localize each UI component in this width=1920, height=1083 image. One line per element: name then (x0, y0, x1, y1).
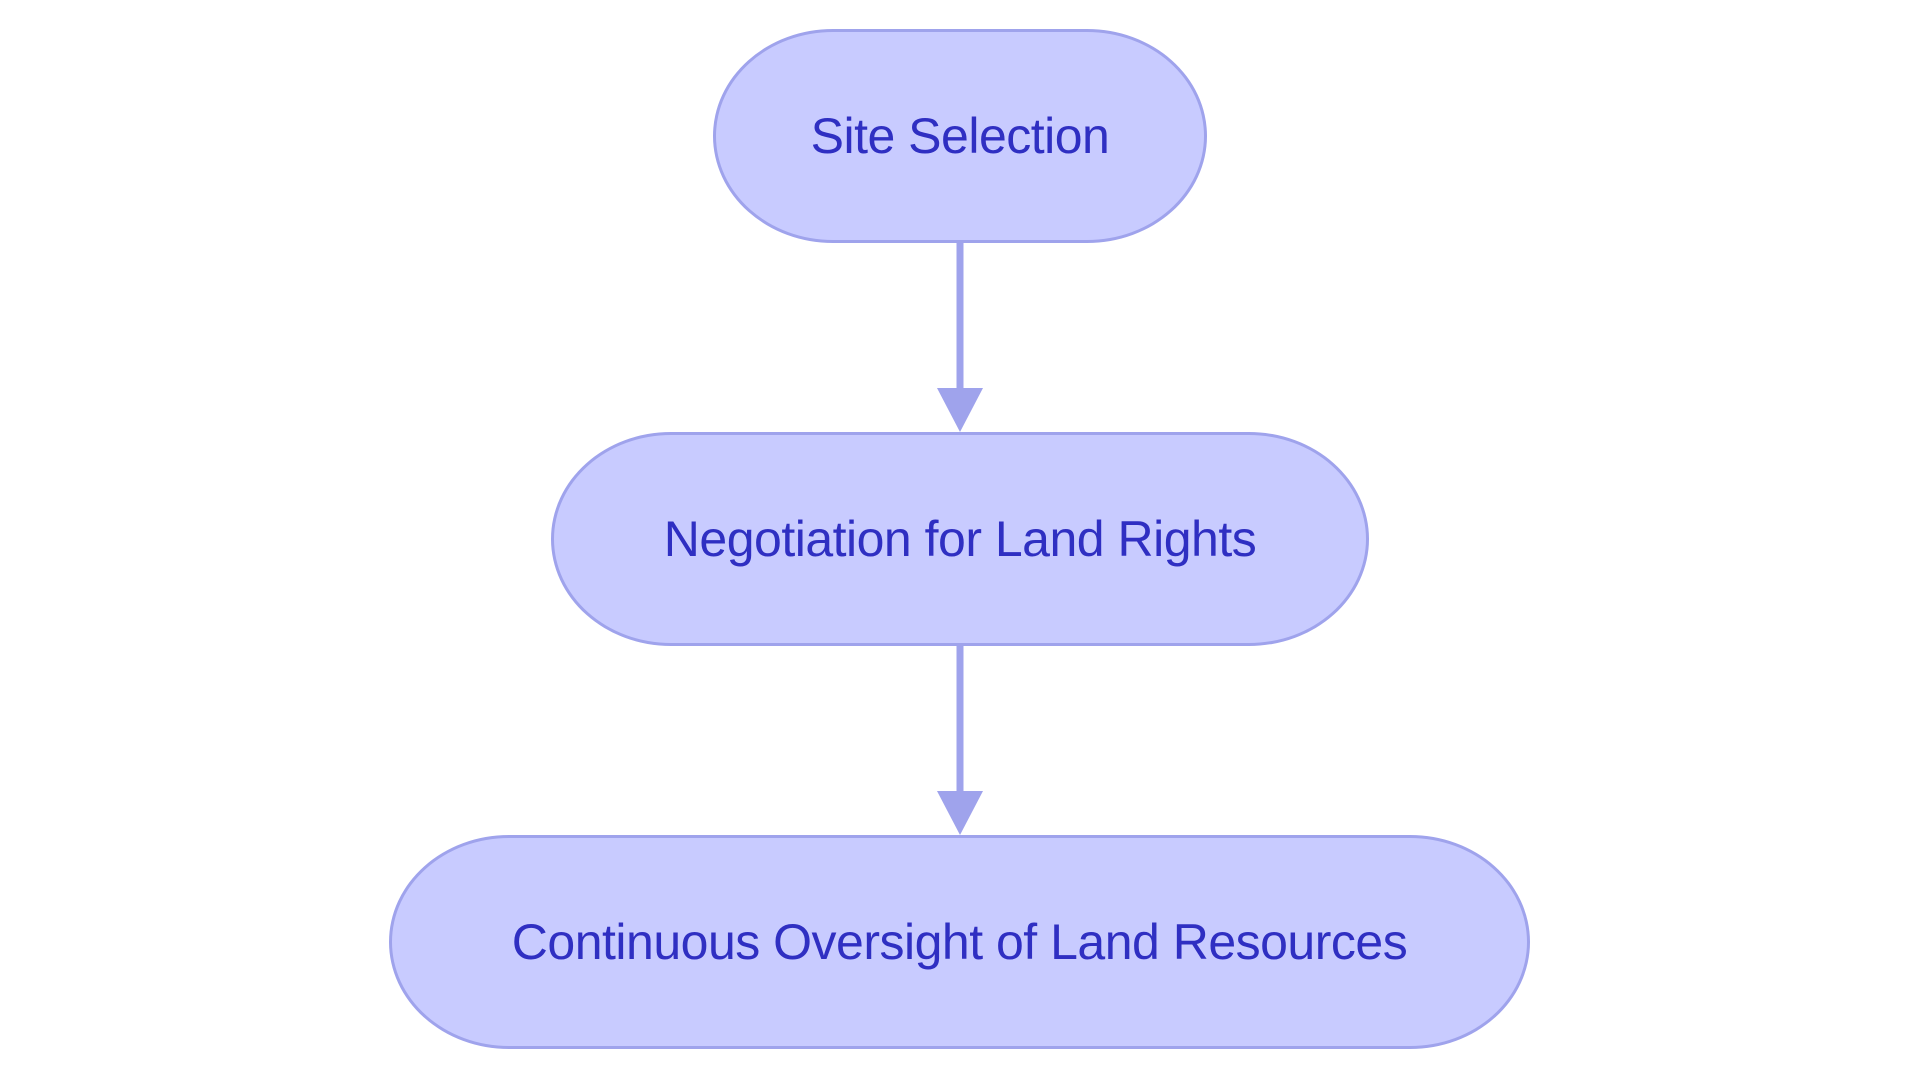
node-label: Site Selection (810, 108, 1110, 164)
edge-site-to-negotiation (937, 243, 983, 432)
edge-negotiation-to-oversight (937, 646, 983, 835)
node-continuous-oversight: Continuous Oversight of Land Resources (389, 835, 1530, 1049)
arrowhead-icon (937, 388, 983, 432)
arrowhead-icon (937, 791, 983, 835)
node-label: Continuous Oversight of Land Resources (511, 914, 1408, 970)
node-site-selection: Site Selection (713, 29, 1207, 243)
node-label: Negotiation for Land Rights (663, 511, 1257, 567)
node-negotiation-for-land-rights: Negotiation for Land Rights (551, 432, 1369, 646)
